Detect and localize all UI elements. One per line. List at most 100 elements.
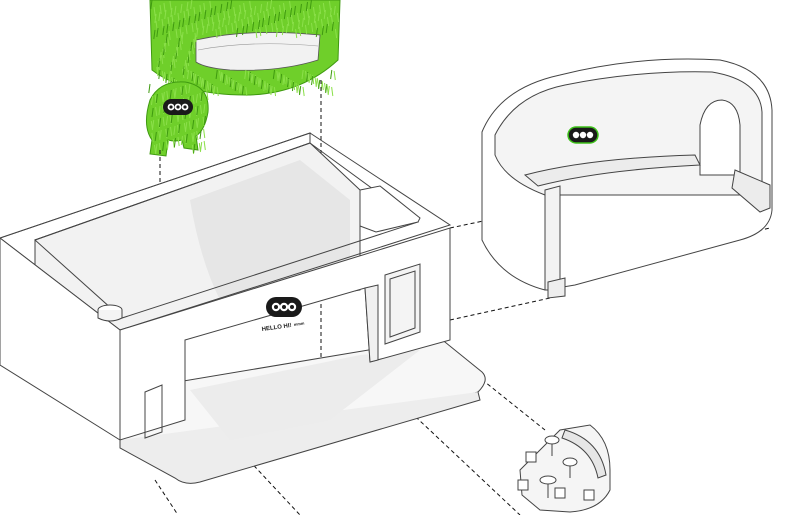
fur-strand (291, 21, 295, 32)
booth-corner-cylinder-body (97, 310, 123, 322)
fur-strand (194, 32, 197, 43)
fur-strand (253, 5, 257, 16)
fur-strand (217, 12, 220, 23)
fur-strand (265, 24, 268, 35)
fur-strand (151, 107, 154, 118)
fur-strand (230, 0, 233, 10)
fur-strand (327, 85, 330, 96)
fur-strand (174, 87, 177, 98)
fur-strand (326, 16, 330, 27)
fur-strand (251, 73, 254, 84)
booth-floor-edge (119, 391, 481, 484)
fur-strand (165, 33, 168, 44)
fur-strand (190, 41, 193, 52)
fur-strand (175, 28, 178, 39)
fur-strand (182, 17, 185, 28)
fur-strand (216, 86, 219, 97)
fur-strand (162, 141, 165, 152)
cylinder-inner-band-line (197, 43, 319, 51)
fur-strand (241, 85, 244, 96)
fur-strand (180, 3, 183, 14)
fur-strand (282, 75, 285, 86)
fur-strand (178, 123, 181, 134)
fur-strand (203, 140, 206, 151)
fur-strand (336, 12, 340, 23)
fur-strand (154, 131, 157, 142)
fur-strand (182, 65, 185, 76)
fur-strand (215, 28, 218, 39)
fur-strand (271, 22, 274, 33)
fur-strand (177, 12, 180, 23)
fur-strand (177, 136, 180, 147)
fur-strand (322, 2, 326, 13)
fur-strand (333, 5, 336, 16)
fur-strand (295, 28, 298, 39)
fur-strand (173, 58, 176, 69)
fur-strand (273, 13, 277, 24)
fur-strand (194, 73, 197, 84)
pavilion-front-edge (544, 185, 561, 291)
fur-strand (251, 14, 254, 25)
fur-strand (170, 61, 173, 72)
fur-strand (155, 93, 158, 104)
furniture-chair-4 (583, 489, 595, 501)
fur-strand (188, 15, 191, 26)
fur-strand (165, 115, 169, 126)
fur-strand (318, 79, 321, 90)
furry-mascot-module (146, 81, 209, 157)
fur-strand (196, 105, 199, 116)
fur-strand (164, 9, 167, 20)
fur-strand (168, 30, 171, 41)
fur-strand (198, 11, 201, 22)
pavilion-arch-doorway (699, 99, 741, 176)
fur-strand (291, 14, 294, 25)
fur-strand (192, 94, 195, 105)
fur-strand (320, 18, 324, 29)
fur-strand (323, 9, 326, 20)
fur-strand (155, 143, 158, 154)
fur-strand (184, 84, 188, 95)
fur-strand (192, 131, 195, 142)
fur-strand (193, 143, 196, 154)
fur-strand (318, 4, 322, 15)
fur-strand (283, 2, 286, 13)
fur-strand (148, 83, 151, 94)
furry-cylinder-module (149, 0, 341, 97)
pavilion-base (547, 277, 566, 299)
fur-strand (178, 19, 181, 30)
pavilion-logo-icon (567, 126, 599, 144)
booth-right-door-frame (384, 263, 421, 345)
fur-strand (181, 85, 184, 96)
fur-strand (196, 117, 200, 128)
fur-strand (234, 81, 237, 92)
fur-strand (186, 1, 189, 12)
fur-strand (166, 23, 169, 34)
fur-strand (203, 79, 206, 90)
fur-strand (218, 19, 221, 30)
fur-strand (199, 4, 202, 15)
fur-strand (161, 54, 164, 65)
fur-strand (279, 73, 283, 84)
fur-strand (202, 25, 205, 36)
fur-strand (223, 10, 226, 21)
fur-strand (163, 2, 166, 13)
fur-strand (317, 11, 320, 22)
fur-strand (186, 69, 190, 80)
fur-strand (304, 24, 308, 35)
fur-strand (170, 126, 173, 137)
cylinder-inner-band (195, 32, 321, 71)
box-booth-module (0, 132, 486, 484)
fur-strand (279, 4, 282, 15)
curved-wall-pavilion-icon (481, 58, 773, 299)
fur-strand (162, 91, 165, 102)
fur-strand (225, 75, 228, 86)
fur-strand (267, 8, 270, 19)
fur-strand (179, 40, 182, 51)
fur-strand (333, 70, 336, 81)
fur-strand (307, 15, 310, 26)
fur-strand (199, 104, 203, 115)
fur-strand (158, 11, 161, 22)
booth-logo-subtext: mmm (293, 320, 305, 326)
fur-strand (334, 28, 338, 39)
furniture-cluster-module (517, 424, 611, 513)
